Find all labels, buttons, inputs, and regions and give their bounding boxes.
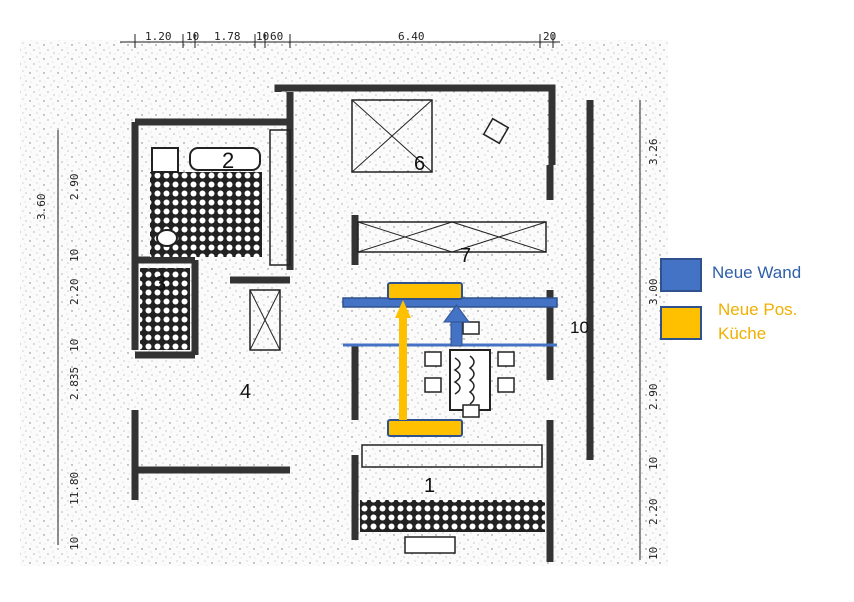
bathtub [189, 147, 261, 171]
dim-top-1: 1.20 [145, 30, 172, 43]
chimney [482, 117, 510, 145]
kitchen-sink [404, 536, 456, 554]
dim-top-4: 10 [256, 30, 269, 43]
room-label-1: 1 [424, 475, 435, 497]
legend-kitchen-label-line1: Neue Pos. [718, 300, 798, 319]
dim-left-6: 2.835 [68, 367, 81, 400]
floor-plan: 1.20 10 1.78 10 60 6.40 20 3.60 2.90 10 … [20, 30, 668, 566]
legend-kitchen-text: Neue Pos. Küche [718, 298, 797, 346]
dim-right-4: 10 [647, 457, 660, 470]
dim-right-6: 10 [647, 547, 660, 560]
dim-left-4: 2.20 [68, 279, 81, 306]
wc-tiles [140, 268, 190, 350]
legend-kitchen-swatch [660, 306, 702, 340]
dim-left-5: 10 [68, 339, 81, 352]
walls [131, 84, 594, 562]
left-dimension-labels: 3.60 2.90 10 2.20 10 2.835 11.80 10 [35, 174, 81, 551]
washbasin [151, 147, 179, 173]
legend-wall-label: Neue Wand [712, 263, 802, 282]
room-label-4: 4 [240, 381, 251, 403]
legend-kitchen: Neue Pos. Küche [660, 300, 797, 346]
storage-6 [351, 99, 433, 173]
room-label-2: 2 [222, 148, 234, 173]
dim-left-7: 11.80 [68, 472, 81, 505]
kitchen-counter-top [361, 444, 543, 468]
dim-top-6: 6.40 [398, 30, 425, 43]
wall-move-arrow-icon [443, 304, 470, 323]
room-label-6: 6 [414, 153, 425, 175]
dim-left-1: 3.60 [35, 194, 48, 221]
legend-kitchen-label-line2: Küche [718, 324, 767, 343]
toilet [156, 229, 178, 247]
dim-top-2: 10 [186, 30, 199, 43]
kitchen-move-arrow-icon [395, 300, 411, 318]
room-label-7: 7 [460, 245, 471, 267]
dim-left-3: 10 [68, 249, 81, 262]
dim-left-8: 10 [68, 537, 81, 550]
dim-right-2: 3.00 [647, 279, 660, 306]
legend-wall: Neue Wand [660, 258, 801, 292]
dim-left-2: 2.90 [68, 174, 81, 201]
kitchen-floor-tiles [360, 500, 545, 532]
dim-right-3: 2.90 [647, 384, 660, 411]
kitchen-old-position [387, 419, 463, 437]
dim-top-5: 60 [270, 30, 283, 43]
room-label-3: 3 [155, 273, 166, 295]
dim-top-3: 1.78 [214, 30, 241, 43]
room-label-10: 10 [570, 318, 589, 337]
kitchen-move-arrow-shaft [399, 318, 407, 420]
kitchen-new-position [387, 282, 463, 300]
dim-right-1: 3.26 [647, 139, 660, 166]
dim-right-5: 2.20 [647, 499, 660, 526]
shower [249, 289, 281, 351]
wall-move-arrow-shaft [450, 321, 463, 347]
dining-chairs [424, 321, 515, 418]
hall-cabinet [269, 129, 291, 266]
legend-wall-swatch [660, 258, 702, 292]
dim-top-7: 20 [543, 30, 556, 43]
